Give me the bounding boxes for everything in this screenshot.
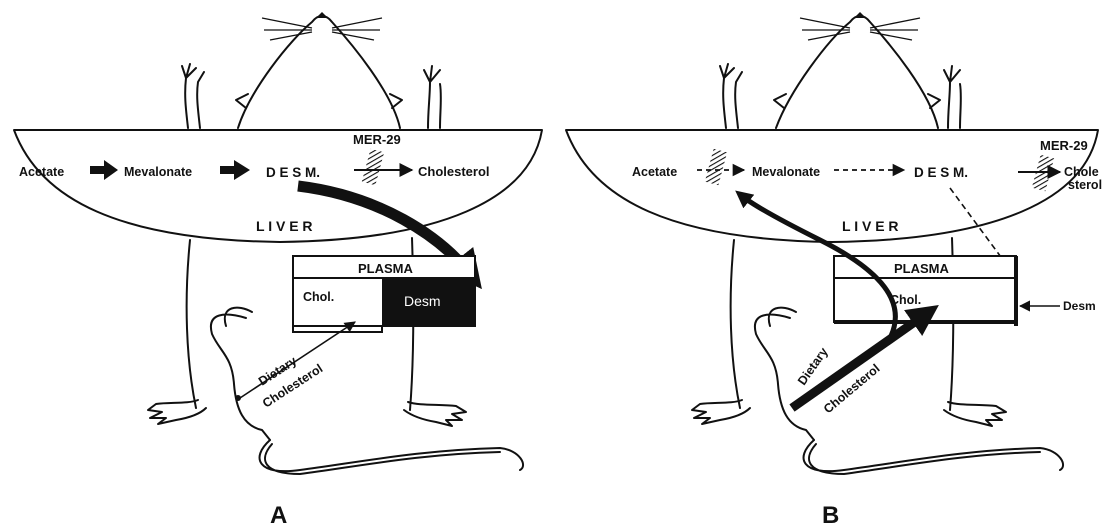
liver-outline <box>566 130 1098 242</box>
desm-liver-label: D E S M. <box>914 165 968 180</box>
mevalonate-to-desm-arrow <box>220 160 250 180</box>
paw-right <box>944 66 961 128</box>
rat-nose <box>854 12 866 18</box>
desm-liver-label: D E S M. <box>266 165 320 180</box>
paw-left <box>182 64 204 128</box>
acetate-to-mevalonate-arrow <box>90 160 118 180</box>
plasma-label: PLASMA <box>358 261 414 276</box>
tail <box>804 440 1064 474</box>
whiskers <box>262 18 382 40</box>
hind-leg-left <box>692 400 750 424</box>
rat-nose <box>316 12 328 18</box>
acetate-block-hatch <box>705 149 727 185</box>
mevalonate-label: Mevalonate <box>752 165 820 179</box>
rat-ear-left <box>774 94 786 108</box>
paw-right <box>424 66 441 128</box>
plasma-compartment: PLASMA Chol. Desm <box>293 256 475 332</box>
tail <box>260 440 524 474</box>
mer29-block-hatch <box>362 149 384 185</box>
panel-b: L I V E R Acetate Mevalonate D E S M. ME… <box>566 12 1102 527</box>
hind-leg-left <box>148 400 206 424</box>
cholesterol-label: Cholesterol <box>418 164 490 179</box>
rat-head <box>238 16 400 128</box>
mevalonate-label: Mevalonate <box>124 165 192 179</box>
plasma-label: PLASMA <box>894 261 950 276</box>
rat-head <box>776 16 938 128</box>
liver-label: L I V E R <box>842 218 899 234</box>
panel-letter-a: A <box>270 502 287 527</box>
hind-leg-right <box>944 402 1006 426</box>
desm-plasma-label: Desm <box>1063 299 1096 313</box>
panel-letter-b: B <box>822 502 839 527</box>
cholesterol-label-2: sterol <box>1068 178 1102 192</box>
whiskers <box>800 18 920 40</box>
mer29-label: MER-29 <box>353 132 401 147</box>
cholesterol-label-1: Chole <box>1064 165 1099 179</box>
intestine-dot <box>235 395 241 401</box>
panel-a: L I V E R Acetate Mevalonate D E S M. ME… <box>14 12 542 527</box>
hind-leg-right <box>404 402 466 426</box>
mer29-label: MER-29 <box>1040 138 1088 153</box>
chol-plasma-label: Chol. <box>303 290 334 304</box>
desm-plasma-label: Desm <box>404 293 441 309</box>
acetate-label: Acetate <box>632 165 677 179</box>
acetate-label: Acetate <box>19 165 64 179</box>
paw-left <box>720 64 742 128</box>
liver-label: L I V E R <box>256 218 313 234</box>
